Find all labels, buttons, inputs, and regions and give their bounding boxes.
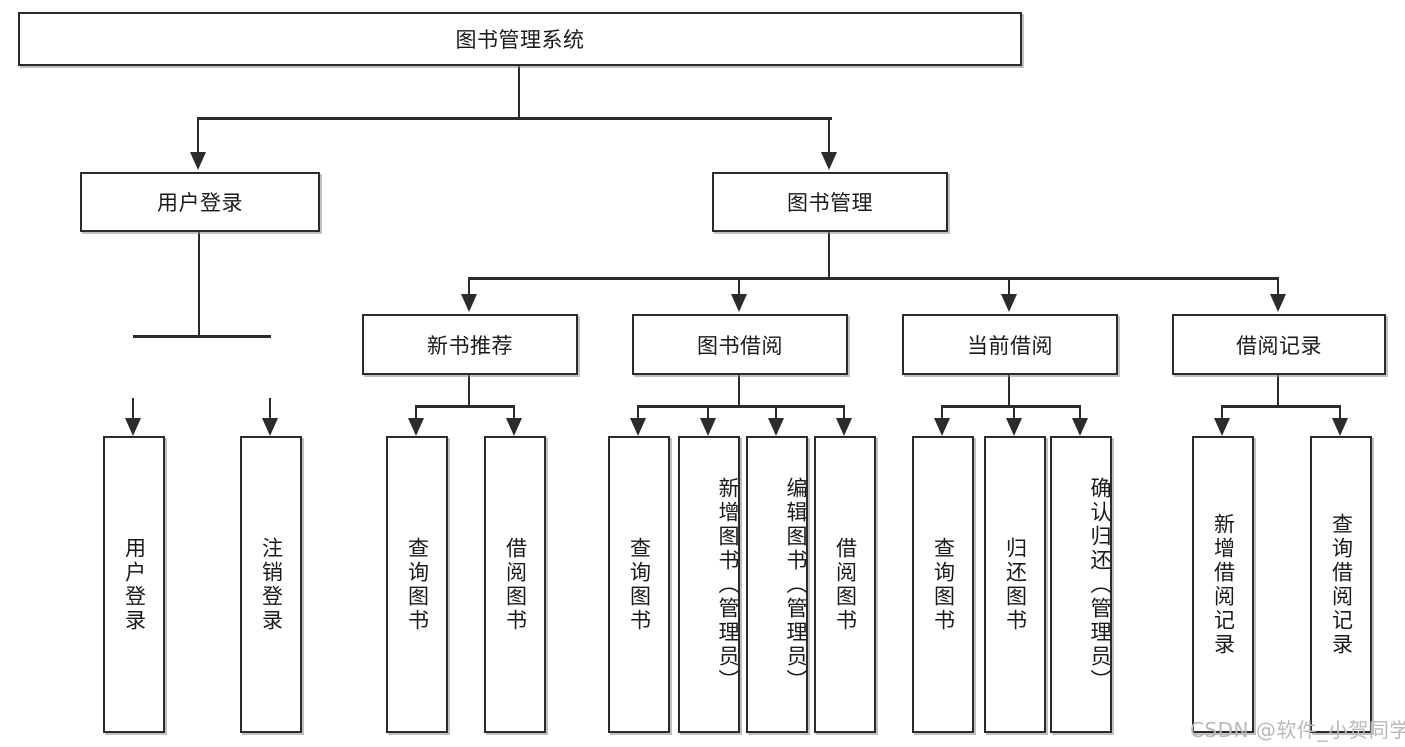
node-leaf-borrow-book[interactable]: 借阅图书 bbox=[814, 436, 876, 733]
node-leaf-logout-login[interactable]: 注销登录 bbox=[240, 436, 302, 733]
connector-book-mgmt-drop-1 bbox=[737, 277, 741, 294]
connector-user-login-stem bbox=[197, 232, 201, 335]
arrow-icon-leaf-0 bbox=[125, 418, 141, 436]
node-label: 用户登录 bbox=[122, 536, 147, 633]
connector-book-mgmt-drop-3 bbox=[1276, 277, 1280, 294]
connector-book-mgmt-drop-2 bbox=[1007, 277, 1011, 294]
node-label: 确认归还（管理员） bbox=[1088, 476, 1112, 693]
node-leaf-user-login[interactable]: 用户登录 bbox=[103, 436, 165, 733]
arrow-icon-book-mgmt-0 bbox=[461, 294, 477, 312]
node-leaf-query-borrow-record[interactable]: 查询借阅记录 bbox=[1310, 436, 1372, 733]
connector-group-stem-1 bbox=[737, 375, 741, 405]
connector-leaf-drop-9 bbox=[1012, 405, 1016, 418]
connector-leaf-drop-4 bbox=[636, 405, 640, 418]
node-leaf-add-book[interactable]: 新增图书（管理员） bbox=[678, 436, 740, 733]
connector-group-stem-2 bbox=[1007, 375, 1011, 405]
arrow-icon-leaf-9 bbox=[1006, 418, 1022, 436]
node-label: 归还图书 bbox=[1003, 536, 1028, 633]
connector-group-bar-0 bbox=[416, 405, 515, 408]
node-leaf-edit-book[interactable]: 编辑图书（管理员） bbox=[746, 436, 808, 733]
node-leaf-confirm-return[interactable]: 确认归还（管理员） bbox=[1050, 436, 1112, 733]
connector-group-bar-1 bbox=[638, 405, 845, 408]
node-leaf-query-book-current[interactable]: 查询图书 bbox=[912, 436, 974, 733]
arrow-icon-leaf-8 bbox=[934, 418, 950, 436]
connector-leaf-drop-3 bbox=[512, 405, 516, 418]
arrow-icon-leaf-5 bbox=[700, 418, 716, 436]
connector-root-bar bbox=[198, 117, 832, 120]
connector-user-login-bar bbox=[133, 335, 271, 338]
connector-leaf-drop-1 bbox=[268, 398, 272, 418]
node-leaf-borrow-book-recommend[interactable]: 借阅图书 bbox=[484, 436, 546, 733]
connector-group-stem-0 bbox=[467, 375, 471, 405]
node-label: 借阅图书 bbox=[833, 536, 858, 633]
node-label: 新书推荐 bbox=[427, 333, 513, 358]
node-book-borrow[interactable]: 图书借阅 bbox=[632, 314, 848, 375]
node-book-management[interactable]: 图书管理 bbox=[712, 172, 948, 232]
connector-book-mgmt-drop-0 bbox=[467, 277, 471, 294]
node-label: 图书管理系统 bbox=[455, 28, 585, 52]
node-user-login[interactable]: 用户登录 bbox=[80, 172, 320, 232]
arrow-icon-book-mgmt-3 bbox=[1270, 294, 1286, 312]
arrow-icon-book-mgmt-1 bbox=[731, 294, 747, 312]
node-label: 新增借阅记录 bbox=[1211, 512, 1236, 657]
node-label: 新增图书（管理员） bbox=[716, 476, 740, 693]
node-leaf-query-book-borrow[interactable]: 查询图书 bbox=[608, 436, 670, 733]
node-leaf-query-book-recommend[interactable]: 查询图书 bbox=[386, 436, 448, 733]
node-label: 用户登录 bbox=[157, 191, 243, 215]
connector-group-bar-2 bbox=[942, 405, 1080, 408]
arrow-icon-leaf-3 bbox=[506, 418, 522, 436]
node-label: 编辑图书（管理员） bbox=[784, 476, 808, 693]
node-label: 图书借阅 bbox=[697, 333, 783, 358]
connector-root-drop-1 bbox=[827, 117, 831, 152]
arrow-icon-root-1 bbox=[821, 152, 837, 170]
connector-leaf-drop-0 bbox=[131, 398, 135, 418]
connector-book-mgmt-bar bbox=[469, 277, 1279, 280]
connector-book-mgmt-stem bbox=[827, 232, 831, 277]
arrow-icon-leaf-1 bbox=[262, 418, 278, 436]
connector-leaf-drop-12 bbox=[1338, 405, 1342, 418]
connector-leaf-drop-7 bbox=[842, 405, 846, 418]
node-borrow-record[interactable]: 借阅记录 bbox=[1172, 314, 1386, 375]
connector-leaf-drop-2 bbox=[414, 405, 418, 418]
node-label: 查询图书 bbox=[405, 536, 430, 633]
arrow-icon-leaf-6 bbox=[768, 418, 784, 436]
connector-leaf-drop-6 bbox=[774, 405, 778, 418]
node-label: 查询图书 bbox=[627, 536, 652, 633]
node-root[interactable]: 图书管理系统 bbox=[18, 12, 1022, 66]
connector-leaf-drop-10 bbox=[1078, 405, 1082, 418]
arrow-icon-leaf-7 bbox=[836, 418, 852, 436]
arrow-icon-root-0 bbox=[190, 152, 206, 170]
node-label: 查询图书 bbox=[931, 536, 956, 633]
connector-root-stem bbox=[517, 66, 521, 117]
node-current-borrow[interactable]: 当前借阅 bbox=[902, 314, 1118, 375]
arrow-icon-leaf-12 bbox=[1332, 418, 1348, 436]
arrow-icon-leaf-11 bbox=[1214, 418, 1230, 436]
connector-leaf-drop-8 bbox=[940, 405, 944, 418]
arrow-icon-leaf-10 bbox=[1072, 418, 1088, 436]
watermark: CSDN @软件_小贺同学 bbox=[1190, 718, 1405, 742]
arrow-icon-leaf-2 bbox=[408, 418, 424, 436]
connector-group-bar-3 bbox=[1222, 405, 1340, 408]
node-leaf-return-book[interactable]: 归还图书 bbox=[984, 436, 1046, 733]
node-leaf-add-borrow-record[interactable]: 新增借阅记录 bbox=[1192, 436, 1254, 733]
node-label: 借阅记录 bbox=[1236, 333, 1322, 358]
node-label: 借阅图书 bbox=[503, 536, 528, 633]
node-label: 注销登录 bbox=[259, 536, 284, 633]
arrow-icon-leaf-4 bbox=[630, 418, 646, 436]
connector-leaf-drop-11 bbox=[1220, 405, 1224, 418]
node-new-book-recommend[interactable]: 新书推荐 bbox=[362, 314, 578, 375]
arrow-icon-book-mgmt-2 bbox=[1001, 294, 1017, 312]
node-label: 图书管理 bbox=[787, 191, 873, 215]
node-label: 当前借阅 bbox=[967, 333, 1053, 358]
connector-root-drop-0 bbox=[196, 117, 200, 152]
connector-leaf-drop-5 bbox=[706, 405, 710, 418]
connector-group-stem-3 bbox=[1276, 375, 1280, 405]
node-label: 查询借阅记录 bbox=[1329, 512, 1354, 657]
